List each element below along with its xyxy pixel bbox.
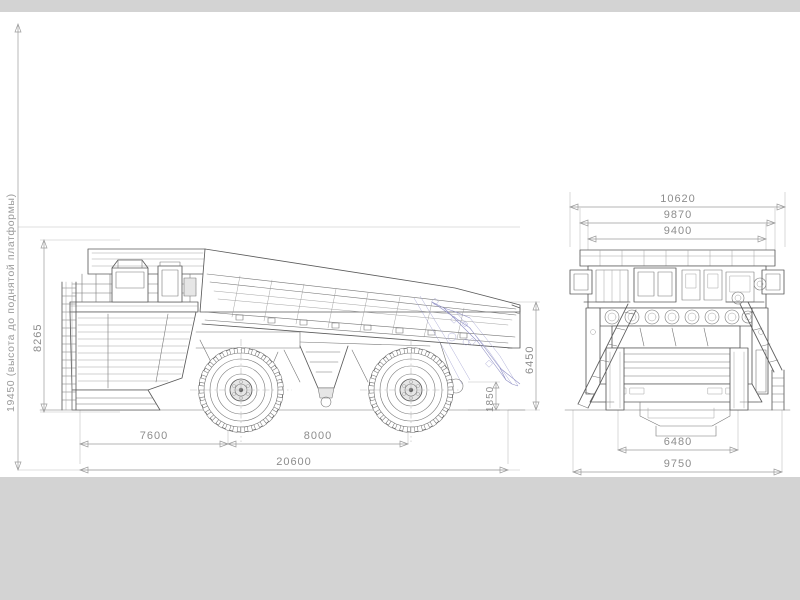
dim-19450: 19450 (высота до поднятой платформы) — [5, 23, 22, 471]
dim-label-9400: 9400 — [664, 225, 692, 237]
front-view-wheels — [597, 347, 759, 411]
front-view-group: 10620 9870 9400 — [564, 192, 791, 476]
dim-label-9870: 9870 — [664, 209, 692, 221]
dim-9750: 9750 — [572, 458, 783, 476]
dim-8265: 8265 — [32, 239, 48, 413]
dump-body-front — [579, 249, 776, 267]
dim-label-6450: 6450 — [524, 346, 536, 374]
dump-body — [87, 248, 521, 349]
dim-label-20600: 20600 — [276, 456, 312, 468]
front-axle-housing — [639, 401, 731, 437]
access-ladder — [61, 281, 77, 411]
dim-label-19450: 19450 (высота до поднятой платформы) — [5, 193, 17, 412]
dim-10620: 10620 — [569, 193, 786, 211]
dim-label-10620: 10620 — [660, 193, 696, 205]
dim-6480: 6480 — [617, 436, 739, 454]
dim-label-8000: 8000 — [304, 430, 332, 442]
side-view-dimensions: 19450 (высота до поднятой платформы) 826… — [5, 23, 540, 474]
front-wheel — [198, 347, 284, 433]
dim-6450: 6450 — [524, 301, 540, 411]
technical-drawing-canvas: 19450 (высота до поднятой платформы) 826… — [5, 23, 791, 476]
dim-7600: 7600 — [79, 430, 229, 448]
side-view-group: 19450 (высота до поднятой платформы) 826… — [5, 23, 540, 474]
wheel-centerlines — [190, 339, 462, 442]
dim-9870: 9870 — [579, 209, 776, 227]
dim-label-9750: 9750 — [664, 458, 692, 470]
drawing-sheet: 19450 (высота до поднятой платформы) 826… — [0, 12, 800, 477]
front-view-dimensions: 10620 9870 9400 — [569, 193, 786, 476]
dim-1850: 1850 — [485, 381, 500, 412]
engine-hood — [69, 311, 197, 411]
dim-label-6480: 6480 — [664, 436, 692, 448]
operator-cab — [69, 259, 199, 313]
dim-8000: 8000 — [227, 430, 409, 448]
radiator-grille-front — [599, 307, 755, 327]
front-access-stairs — [577, 291, 785, 411]
dim-label-8265: 8265 — [32, 324, 44, 352]
front-view-extension-lines — [569, 192, 786, 472]
dim-9400: 9400 — [587, 225, 767, 243]
dim-label-7600: 7600 — [140, 430, 168, 442]
raised-platform-ghost — [413, 295, 521, 387]
dim-20600: 20600 — [79, 456, 509, 474]
dim-label-1850: 1850 — [485, 386, 496, 412]
